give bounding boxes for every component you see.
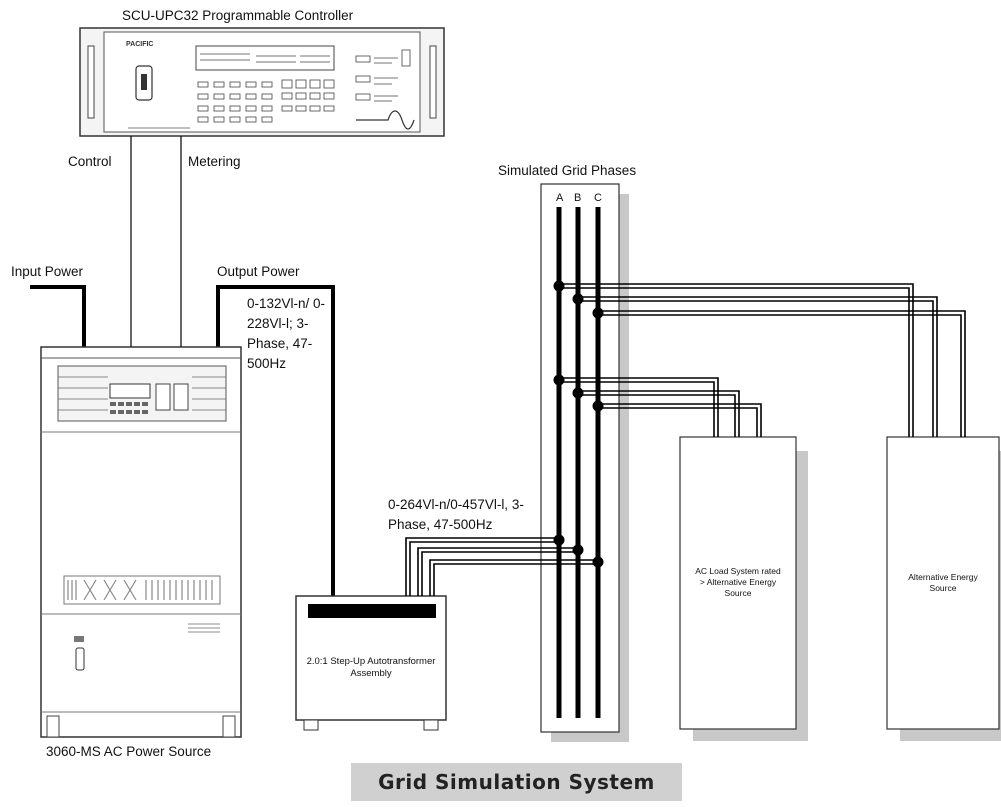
- bus-to-alt-source-lines: [559, 283, 966, 437]
- bus-bars: [556, 207, 601, 718]
- autotransformer-box: [295, 595, 447, 731]
- controller-unit: [79, 27, 445, 137]
- transformer-to-bus-lines: [405, 537, 598, 596]
- input-power-cable: [30, 285, 86, 349]
- controller-title: SCU-UPC32 Programmable Controller: [122, 8, 354, 23]
- output-power-cable: [216, 285, 335, 596]
- controller-brand: PACIFIC: [126, 41, 153, 48]
- control-label: Control: [68, 154, 112, 169]
- junction-dots: [553, 280, 604, 568]
- grid-title: Simulated Grid Phases: [498, 163, 637, 178]
- alt-energy-box: [886, 436, 1001, 741]
- power-source-caption: 3060-MS AC Power Source: [46, 744, 212, 759]
- ac-load-box: [679, 436, 808, 741]
- input-power-label: Input Power: [11, 264, 84, 279]
- output-power-label: Output Power: [217, 264, 300, 279]
- alt-source-label: Alternative Energy Source: [908, 572, 978, 593]
- transformer-spec-label: 0-264Vl-n/0-457Vl-l, 3-Phase, 47-500Hz: [388, 497, 524, 532]
- ac-load-label: AC Load System rated > Alternative Energ…: [695, 566, 781, 598]
- phase-c-label: C: [594, 192, 602, 204]
- grid-phases-panel: [540, 183, 629, 742]
- metering-label: Metering: [188, 154, 241, 169]
- output-spec-label: 0-132Vl-n/ 0-228Vl-l; 3-Phase, 47-500Hz: [247, 296, 326, 371]
- footer-title: Grid Simulation System: [351, 763, 682, 801]
- bus-to-load-lines: [559, 377, 762, 437]
- phase-a-label: A: [556, 192, 564, 204]
- transformer-label: 2.0:1 Step-Up Autotransformer Assembly: [306, 656, 436, 679]
- phase-b-label: B: [574, 192, 582, 204]
- power-source-cabinet: [40, 346, 242, 738]
